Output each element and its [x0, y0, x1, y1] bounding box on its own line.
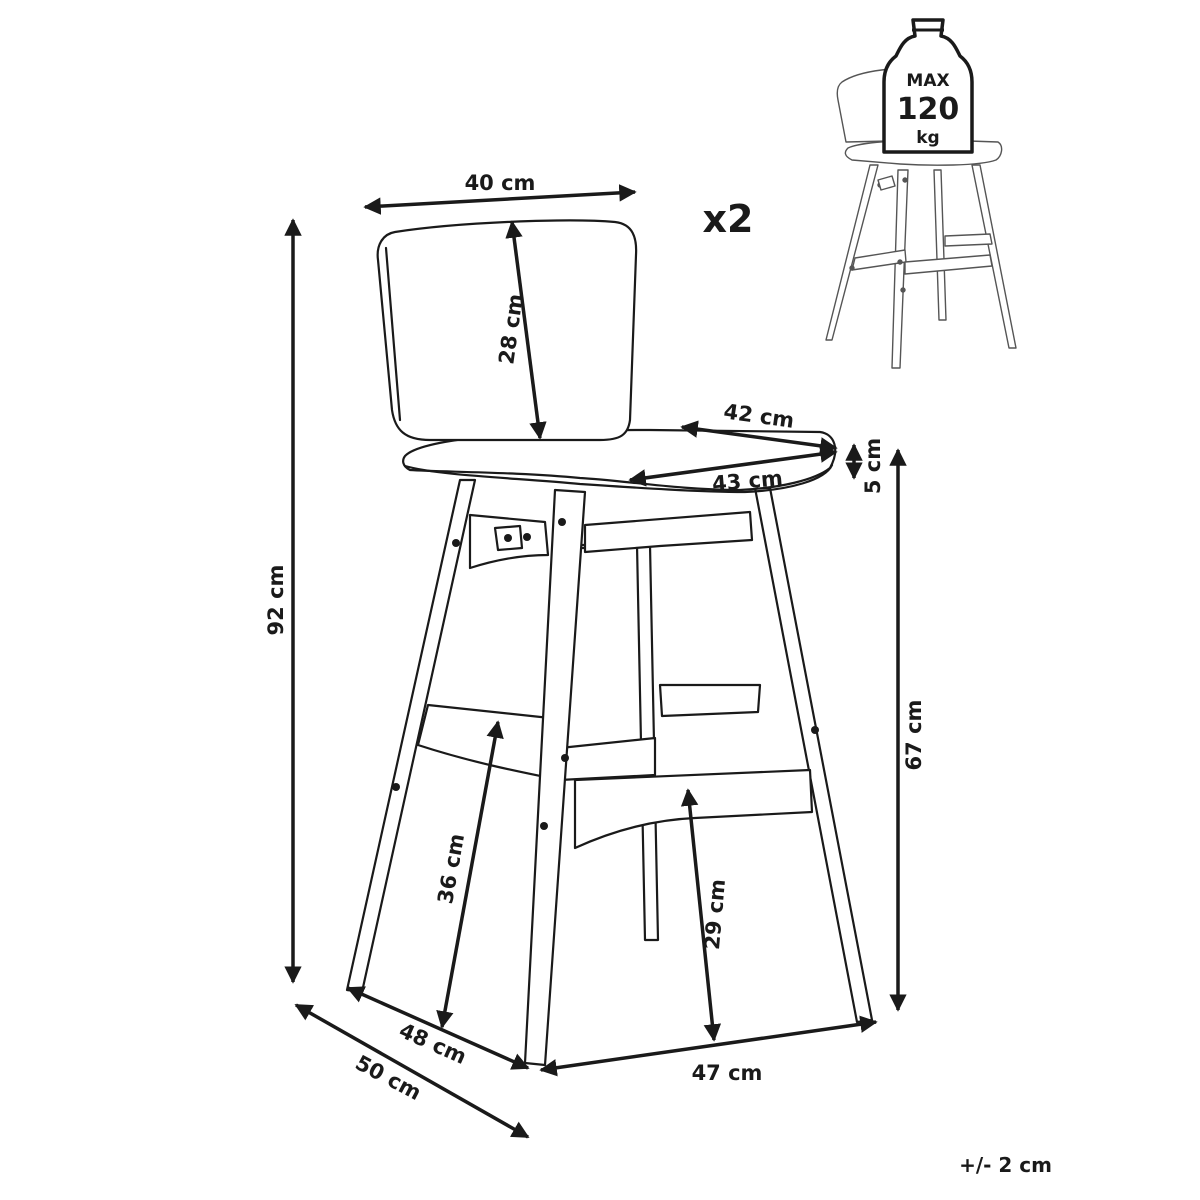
dim-leg-depth-outer: [294, 1003, 530, 1139]
max-load-illustration: MAX 120 kg: [825, 18, 1017, 369]
dim-backrest-height: [505, 220, 547, 440]
max-load-label: MAX: [906, 71, 949, 91]
max-load-value: 120: [897, 92, 960, 127]
dim-side-footrest-height: [680, 788, 722, 1042]
dim-backrest-width: [363, 184, 637, 215]
label-leg-width: 47 cm: [692, 1061, 763, 1085]
backrest-edge: [384, 246, 402, 422]
dim-front-footrest-height: [436, 720, 504, 1029]
dimension-lines: [284, 184, 907, 1139]
rear-footrest: [658, 683, 762, 718]
tolerance-note: +/- 2 cm: [959, 1153, 1052, 1177]
front-left-footrest: [416, 703, 657, 782]
label-seat-depth: 42 cm: [722, 399, 796, 433]
stool-drawing: [345, 219, 874, 1067]
screws: [392, 518, 819, 830]
label-backrest-width: 40 cm: [465, 171, 536, 195]
dim-seat-depth: [680, 420, 838, 455]
label-side-footrest-height: 29 cm: [700, 878, 730, 951]
label-front-footrest-height: 36 cm: [433, 832, 469, 906]
label-seat-thickness: 5 cm: [861, 438, 885, 494]
max-load-unit: kg: [916, 128, 939, 148]
label-seat-width: 43 cm: [711, 466, 784, 496]
label-seat-height: 67 cm: [902, 700, 926, 771]
dim-seat-width: [628, 445, 838, 487]
right-leg: [753, 486, 874, 1024]
dim-leg-width: [539, 1015, 878, 1077]
quantity-label: x2: [703, 197, 754, 241]
weight-bottle-icon: MAX 120 kg: [882, 18, 974, 154]
seat-apron-rear: [583, 510, 754, 554]
label-total-height: 92 cm: [264, 565, 288, 636]
